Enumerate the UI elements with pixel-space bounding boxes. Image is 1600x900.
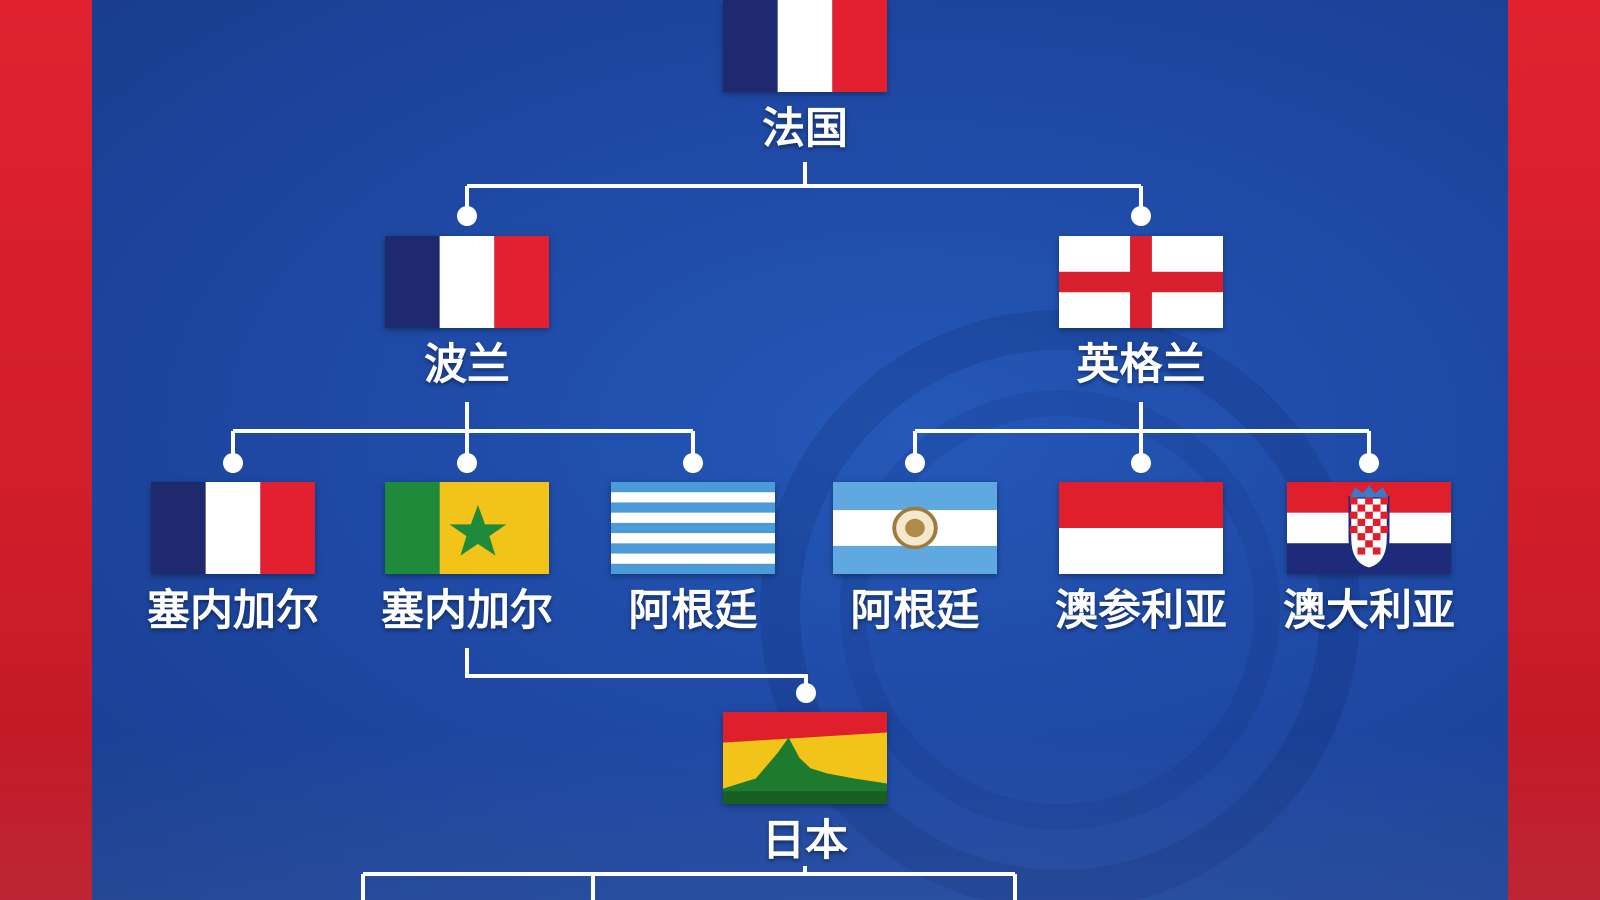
team-label: 日本 xyxy=(762,816,848,866)
bracket-dot xyxy=(457,453,477,473)
team-label: 阿根廷 xyxy=(628,586,758,636)
connector-down xyxy=(465,648,808,693)
bracket-node-root: 法国 xyxy=(685,0,925,154)
bracket-node-level1-left: 波兰 xyxy=(347,236,587,390)
team-label: 波兰 xyxy=(424,340,510,390)
france-flag xyxy=(151,482,315,574)
mountain-landscape-flag xyxy=(723,712,887,804)
team-label: 澳大利亚 xyxy=(1283,586,1455,636)
team-label: 英格兰 xyxy=(1076,340,1206,390)
right-red-border xyxy=(1508,0,1600,900)
bracket-node-level2-6: 澳大利亚 xyxy=(1249,482,1489,636)
team-label: 澳参利亚 xyxy=(1055,586,1227,636)
red-white-flag xyxy=(1059,482,1223,574)
bracket-dot xyxy=(1131,206,1151,226)
team-label: 法国 xyxy=(762,104,848,154)
senegal-flag xyxy=(385,482,549,574)
bracket-node-level1-right: 英格兰 xyxy=(1021,236,1261,390)
bracket-dot xyxy=(223,453,243,473)
team-label: 塞内加尔 xyxy=(147,586,319,636)
connector-right-branch xyxy=(913,402,1371,463)
england-flag xyxy=(1059,236,1223,328)
bracket-dot xyxy=(457,206,477,226)
bracket-node-level2-5: 澳参利亚 xyxy=(1021,482,1261,636)
bracket-node-level2-1: 塞内加尔 xyxy=(113,482,353,636)
bracket-dot xyxy=(796,683,816,703)
argentina-flag xyxy=(833,482,997,574)
bracket-node-level2-4: 阿根廷 xyxy=(795,482,1035,636)
bracket-node-level3: 日本 xyxy=(685,712,925,866)
france-flag xyxy=(385,236,549,328)
team-label: 塞内加尔 xyxy=(381,586,553,636)
connector-left-branch xyxy=(231,402,695,463)
team-label: 阿根廷 xyxy=(850,586,980,636)
croatia-flag xyxy=(1287,482,1451,574)
bracket-node-level2-3: 阿根廷 xyxy=(573,482,813,636)
connector-root xyxy=(465,162,1143,216)
bracket-dot xyxy=(683,453,703,473)
france-flag xyxy=(723,0,887,92)
left-red-border xyxy=(0,0,92,900)
bracket-dot xyxy=(1359,453,1379,473)
bracket-dot xyxy=(1131,453,1151,473)
light-blue-striped-flag xyxy=(611,482,775,574)
bracket-node-level2-2: 塞内加尔 xyxy=(347,482,587,636)
connector-bottom xyxy=(361,866,1017,900)
bracket-dot xyxy=(905,453,925,473)
